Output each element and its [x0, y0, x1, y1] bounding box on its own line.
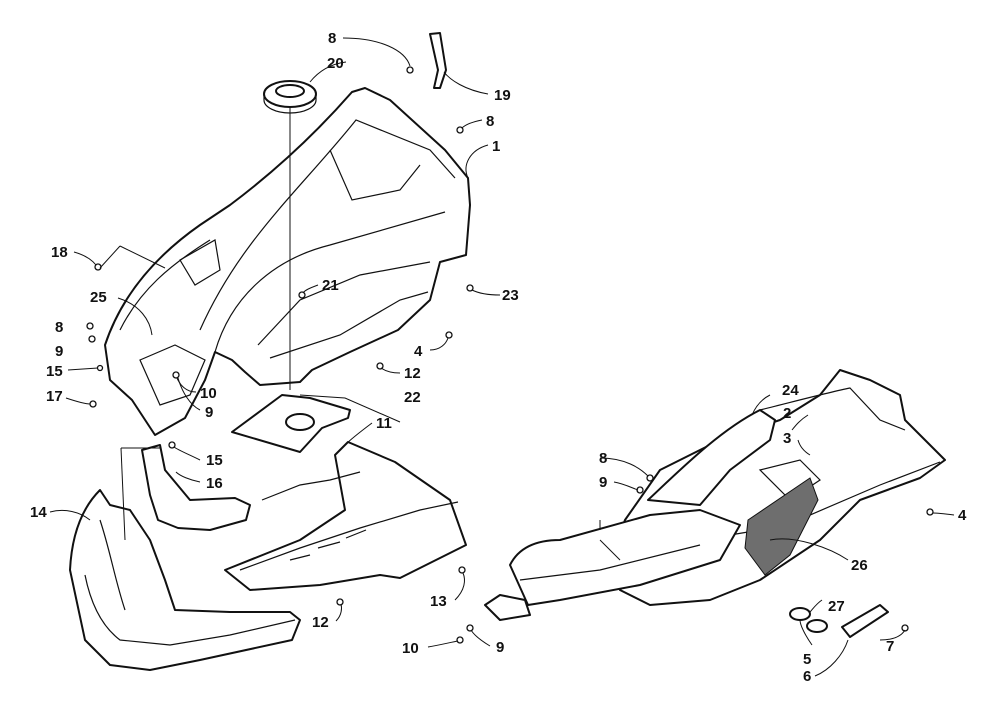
- callout-1: 1: [492, 138, 500, 155]
- callout-19: 19: [494, 87, 511, 104]
- callout-26: 26: [851, 557, 868, 574]
- side-panel: [141, 444, 251, 531]
- callout-9: 9: [496, 639, 504, 656]
- callout-21: 21: [322, 277, 339, 294]
- callout-17: 17: [46, 388, 63, 405]
- strip: [841, 604, 889, 638]
- callout-14: 14: [30, 504, 47, 521]
- callout-23: 23: [502, 287, 519, 304]
- callout-8: 8: [55, 319, 63, 336]
- callout-3: 3: [783, 430, 791, 447]
- upper-belly-pan: [104, 87, 471, 436]
- callout-8: 8: [599, 450, 607, 467]
- callout-24: 24: [782, 382, 799, 399]
- callout-12: 12: [312, 614, 329, 631]
- callout-15: 15: [206, 452, 223, 469]
- callout-12: 12: [404, 365, 421, 382]
- callout-8: 8: [486, 113, 494, 130]
- callout-8: 8: [328, 30, 336, 47]
- callout-16: 16: [206, 475, 223, 492]
- callout-5: 5: [803, 651, 811, 668]
- oval-plug: [789, 607, 828, 633]
- plate: [231, 394, 351, 453]
- callout-6: 6: [803, 668, 811, 685]
- leader-lines: [49, 37, 955, 677]
- callout-labels: 8 20 19 8 1 18 21 23 25 8 9 4 15 12 10 1…: [30, 30, 967, 685]
- callout-10: 10: [200, 385, 217, 402]
- callout-10: 10: [402, 640, 419, 657]
- fastener-group: [86, 66, 934, 644]
- callout-27: 27: [828, 598, 845, 615]
- callout-7: 7: [886, 638, 894, 655]
- bracket: [429, 32, 447, 89]
- callout-20: 20: [327, 55, 344, 72]
- callout-13: 13: [430, 593, 447, 610]
- callout-2: 2: [783, 405, 791, 422]
- callout-4: 4: [414, 343, 423, 360]
- callout-11: 11: [376, 415, 392, 432]
- callout-15: 15: [46, 363, 63, 380]
- shaded-decal: [744, 477, 819, 576]
- nose-bumper: [69, 489, 301, 671]
- tunnel-rail: [484, 509, 741, 621]
- callout-25: 25: [90, 289, 107, 306]
- callout-18: 18: [51, 244, 68, 261]
- callout-9: 9: [599, 474, 607, 491]
- lower-center-pan: [224, 441, 467, 591]
- grommet-ring: [263, 80, 317, 114]
- callout-9: 9: [55, 343, 63, 360]
- callout-9: 9: [205, 404, 213, 421]
- callout-22: 22: [404, 389, 421, 406]
- callout-4: 4: [958, 507, 967, 524]
